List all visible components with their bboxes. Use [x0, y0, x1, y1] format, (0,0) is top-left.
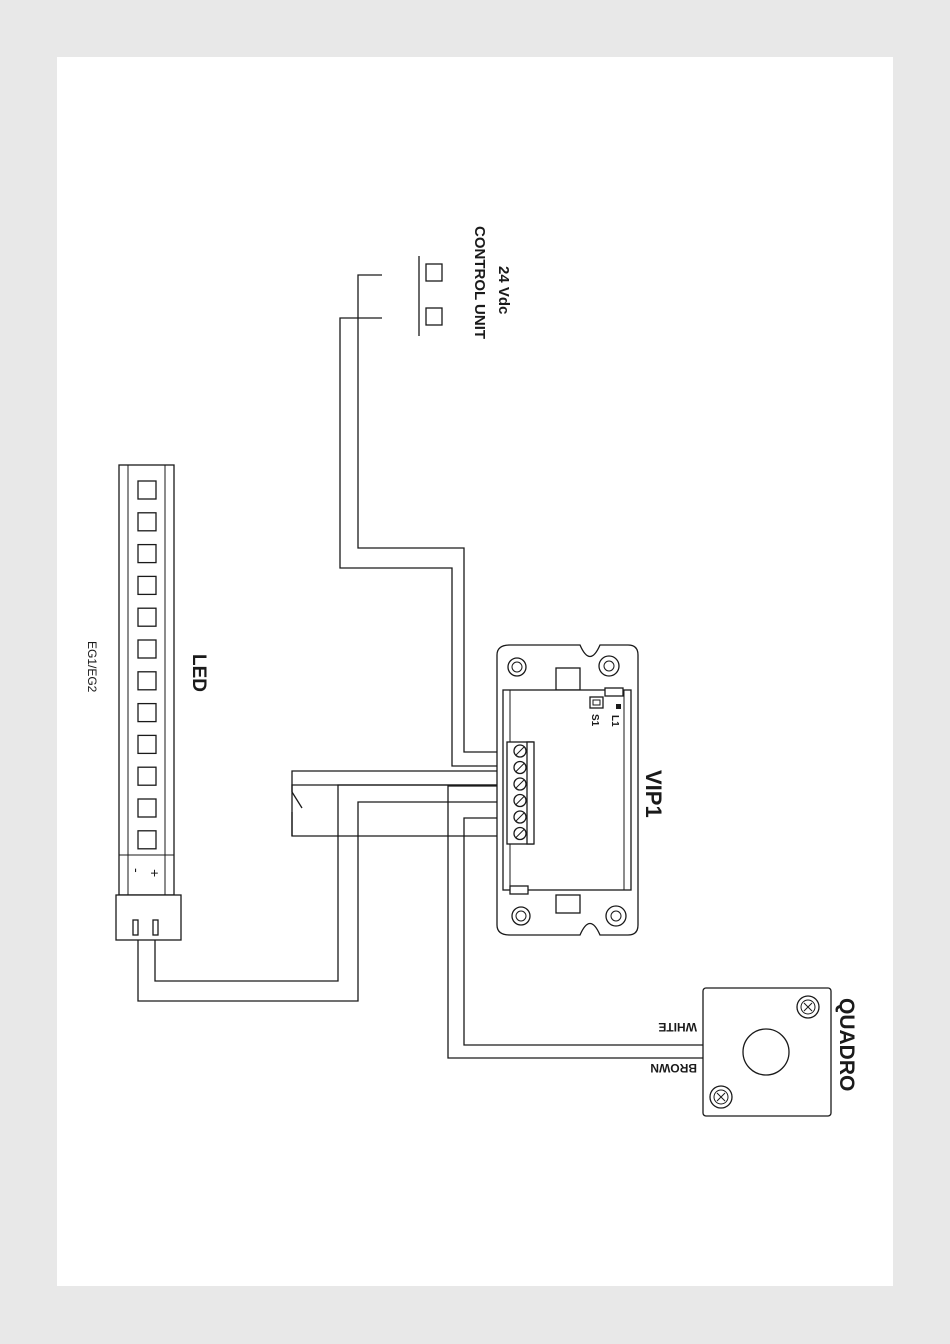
led-cell: [138, 576, 156, 594]
wire-switch-1: [292, 771, 505, 792]
led-cell: [138, 704, 156, 722]
wire-led-plus: [155, 785, 505, 981]
wire-control-unit-1: [358, 275, 505, 752]
control-unit-terminal-2: [426, 308, 442, 325]
quadro-button: [743, 1029, 789, 1075]
control-unit: 24 Vdc CONTROL UNIT: [419, 226, 512, 339]
led-cell: [138, 672, 156, 690]
wire-control-unit-2: [340, 318, 505, 766]
vip1-top-tab: [605, 688, 623, 696]
led-cell: [138, 767, 156, 785]
switch-symbol: [292, 792, 302, 836]
led-connector: [116, 895, 181, 940]
vip1-l1-indicator: [616, 704, 621, 709]
control-unit-voltage: 24 Vdc: [495, 266, 512, 314]
vip1-terminal-strip: [527, 742, 534, 844]
led-connector-pin-plus: [153, 920, 158, 935]
wire-white-label: WHITE: [658, 1020, 697, 1034]
led-minus-label: -: [129, 868, 145, 873]
led-model: EG1/EG2: [85, 641, 99, 693]
led-cell: [138, 640, 156, 658]
wire-led-minus: [138, 802, 505, 1001]
vip1-s1-label: S1: [589, 714, 600, 727]
quadro-module: QUADRO WHITE BROWN: [650, 988, 858, 1116]
vip1-clip-top: [556, 668, 580, 690]
control-unit-label: CONTROL UNIT: [471, 226, 488, 339]
vip1-mount-hole-br: [606, 906, 626, 926]
led-plus-label: +: [147, 869, 163, 877]
vip1-title: VIP1: [641, 770, 666, 818]
vip1-module: L1 S1 VIP1: [497, 645, 666, 935]
led-cell: [138, 545, 156, 563]
control-unit-terminal-1: [426, 264, 442, 281]
vip1-mount-hole-bl: [512, 907, 530, 925]
led-cell: [138, 481, 156, 499]
switch-lever: [292, 792, 302, 808]
led-cell: [138, 513, 156, 531]
led-title: LED: [188, 654, 209, 692]
vip1-bottom-tab: [510, 886, 528, 894]
quadro-title: QUADRO: [835, 998, 858, 1091]
led-cell: [138, 831, 156, 849]
wire-switch-2: [292, 785, 505, 836]
led-cell: [138, 608, 156, 626]
vip1-l1-label: L1: [609, 715, 620, 727]
led-cell: [138, 735, 156, 753]
led-cell: [138, 799, 156, 817]
led-strip: - + LED EG1/EG2: [85, 465, 209, 940]
vip1-mount-hole-tl: [508, 658, 526, 676]
vip1-mount-hole-tr: [599, 656, 619, 676]
wire-brown-label: BROWN: [650, 1061, 697, 1075]
vip1-clip-bottom: [556, 895, 580, 913]
vip1-s1-dip-switch: [590, 697, 603, 708]
led-connector-pin-minus: [133, 920, 138, 935]
